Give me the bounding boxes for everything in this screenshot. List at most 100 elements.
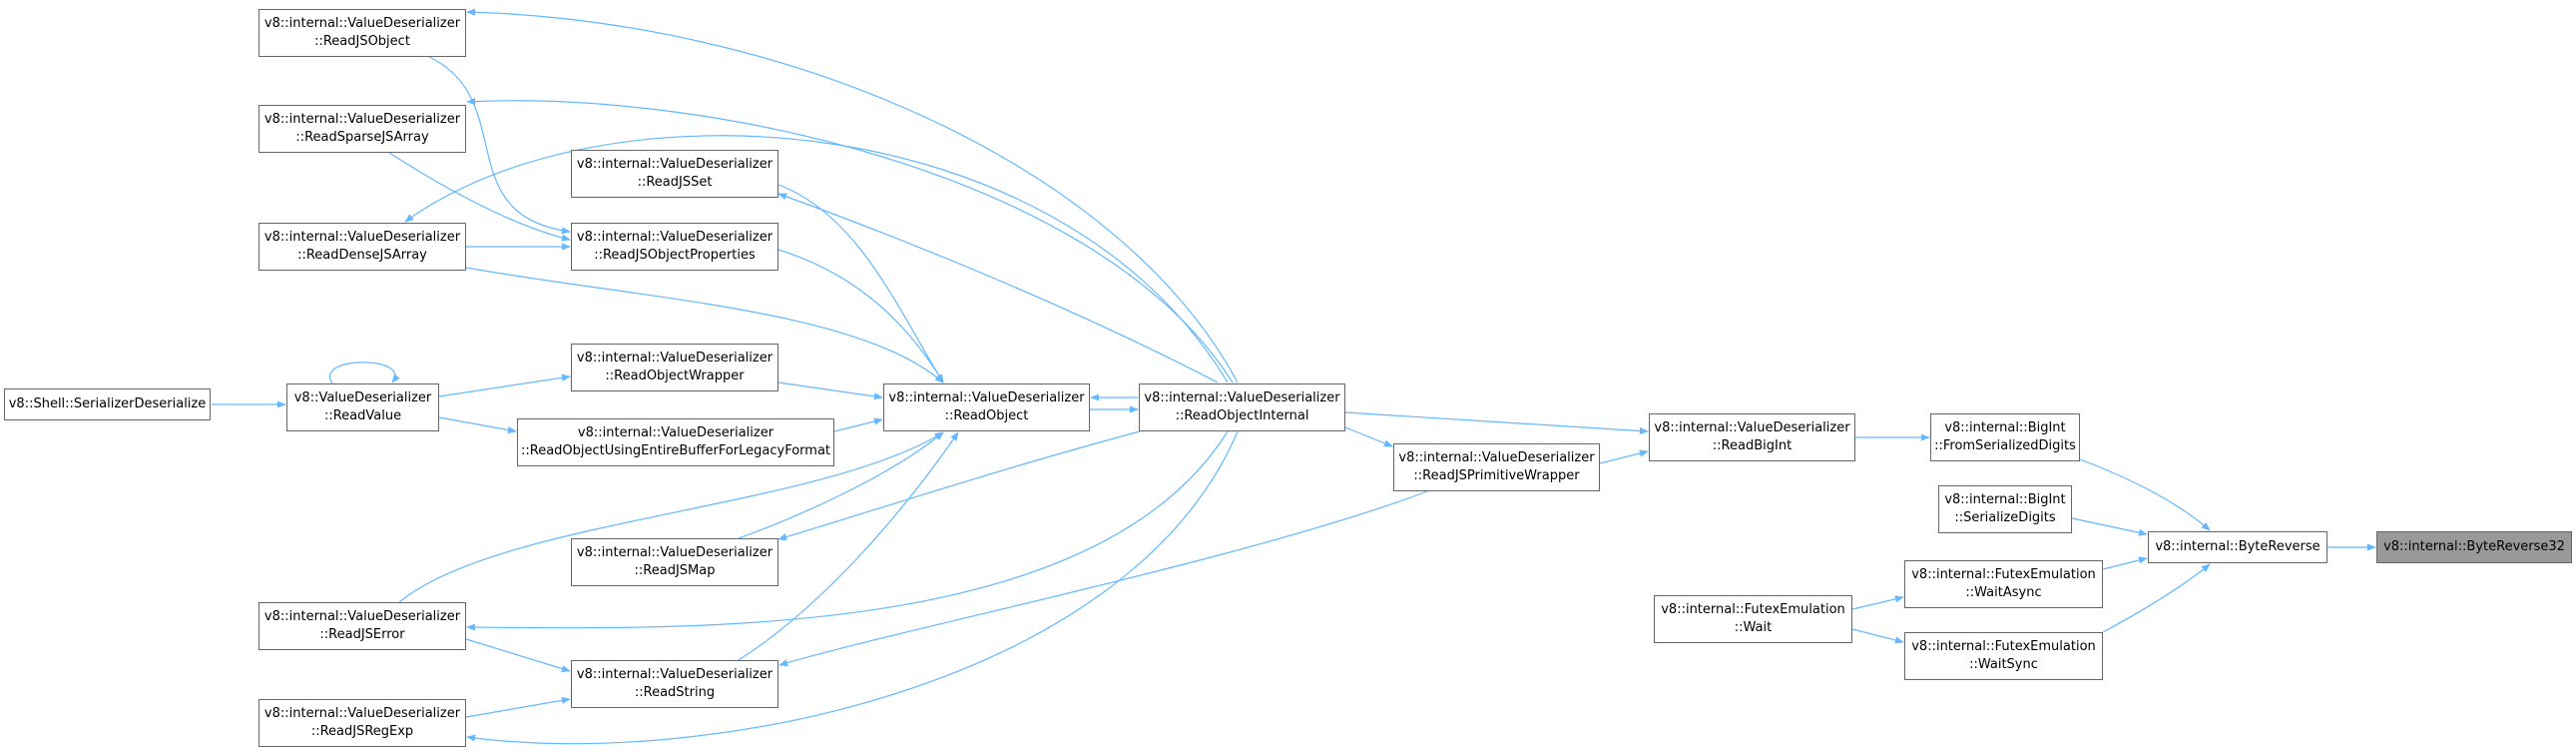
node-read-object[interactable]: v8::internal::ValueDeserializer ::ReadOb… [883,383,1090,431]
node-label-line: ::ReadValue [323,408,402,423]
node-futex-wait-async[interactable]: v8::internal::FutexEmulation ::WaitAsync [1904,560,2103,608]
call-edge [777,430,1141,541]
node-read-object-internal[interactable]: v8::internal::ValueDeserializer ::ReadOb… [1139,383,1345,431]
node-futex-wait-sync[interactable]: v8::internal::FutexEmulation ::WaitSync [1904,632,2103,680]
node-label-line: v8::internal::BigInt [1944,492,2066,507]
node-label-line: v8::internal::ValueDeserializer [263,609,461,624]
call-edge [465,696,571,718]
node-label-line: v8::internal::ValueDeserializer [576,157,773,172]
node-read-js-error[interactable]: v8::internal::ValueDeserializer ::ReadJS… [258,602,466,650]
node-read-object-legacy[interactable]: v8::internal::ValueDeserializer ::ReadOb… [517,418,834,466]
node-label-line: ::ReadBigInt [1712,438,1793,453]
node-label-line: ::ReadJSSet [637,175,713,190]
node-label-line: v8::ValueDeserializer [293,390,432,405]
call-edge [466,8,1239,383]
call-edge [466,430,1229,631]
call-edge [388,152,571,242]
node-shell-serializer-deserialize[interactable]: v8::Shell::SerializerDeserialize [4,388,211,420]
call-edge [1344,426,1393,447]
node-label-line: v8::internal::ValueDeserializer [1398,450,1595,465]
node-read-big-int[interactable]: v8::internal::ValueDeserializer ::ReadBi… [1649,413,1855,461]
node-label-line: v8::internal::ValueDeserializer [576,230,773,245]
node-label-line: v8::internal::ValueDeserializer [1654,420,1850,435]
node-label-line: v8::internal::ValueDeserializer [576,667,773,682]
node-label-line: ::FromSerializedDigits [1934,438,2076,453]
call-edge [438,416,517,434]
node-label-line: v8::internal::ValueDeserializer [576,351,773,366]
edges-layer [212,8,2376,745]
node-read-js-object-properties[interactable]: v8::internal::ValueDeserializer ::ReadJS… [571,223,778,271]
node-byte-reverse-32: v8::internal::ByteReverse32 [2376,531,2572,563]
node-label-line: ::WaitSync [1969,657,2038,672]
node-label-line: v8::internal::ValueDeserializer [577,425,774,440]
node-label-line: v8::internal::ValueDeserializer [263,16,461,31]
node-label-line: ::ReadObjectWrapper [605,369,745,383]
call-edge [428,56,571,235]
node-label-line: ::ReadObjectInternal [1175,408,1309,423]
call-edge [404,135,1229,383]
node-read-js-regexp[interactable]: v8::internal::ValueDeserializer ::ReadJS… [258,699,466,747]
node-label-line: ::ReadSparseJSArray [295,130,429,145]
node-label-line: ::SerializeDigits [1954,510,2056,525]
call-edge [777,249,944,383]
node-label-line: v8::internal::ByteReverse [2155,539,2320,554]
node-label-line: v8::internal::ValueDeserializer [263,230,461,245]
node-label-line: ::ReadJSObject [314,34,410,49]
node-label-line: v8::internal::ValueDeserializer [576,545,773,560]
call-edge [1599,449,1649,464]
node-label-line: v8::Shell::SerializerDeserialize [8,396,207,411]
call-edge [465,638,571,673]
call-edge [2102,556,2148,570]
node-read-js-object[interactable]: v8::internal::ValueDeserializer ::ReadJS… [258,9,466,57]
call-edge [465,267,944,383]
node-read-sparse-js-array[interactable]: v8::internal::ValueDeserializer ::ReadSp… [258,105,466,153]
node-label-line: ::ReadJSMap [634,563,716,578]
call-edge [833,417,883,432]
call-edge [328,362,400,384]
node-read-js-set[interactable]: v8::internal::ValueDeserializer ::ReadJS… [571,150,778,198]
call-edge [738,431,959,661]
node-label-line: ::WaitAsync [1965,585,2042,600]
node-read-js-map[interactable]: v8::internal::ValueDeserializer ::ReadJS… [571,538,778,586]
node-label-line: v8::internal::FutexEmulation [1911,639,2096,654]
node-label-line: v8::internal::FutexEmulation [1661,602,1845,617]
node-label-line: v8::internal::ValueDeserializer [1144,390,1340,405]
call-edge [1344,411,1649,435]
call-edge [2102,563,2211,633]
call-edge [466,430,1239,745]
node-label-line: ::Wait [1734,620,1773,635]
node-label-line: v8::internal::ValueDeserializer [263,112,461,127]
node-read-dense-js-array[interactable]: v8::internal::ValueDeserializer ::ReadDe… [258,223,466,271]
call-edge [777,381,883,400]
node-label-line: v8::internal::ByteReverse32 [2383,539,2565,554]
node-label-line: ::ReadJSRegExp [310,724,414,739]
call-edge [2079,458,2211,531]
node-label-line: v8::internal::BigInt [1944,420,2066,435]
node-read-object-wrapper[interactable]: v8::internal::ValueDeserializer ::ReadOb… [571,344,778,391]
node-label-line: ::ReadString [634,685,716,700]
node-label-line: ::ReadJSError [319,627,405,642]
call-edge [778,490,1428,667]
call-edge [777,184,944,383]
node-label-line: ::ReadObjectUsingEntireBufferForLegacyFo… [520,443,831,458]
node-label-line: ::ReadJSPrimitiveWrapper [1413,468,1580,483]
call-edge [1851,595,1904,610]
call-edge [738,431,944,539]
node-byte-reverse[interactable]: v8::internal::ByteReverse [2148,531,2327,563]
node-from-serialized-digits[interactable]: v8::internal::BigInt ::FromSerializedDig… [1930,413,2080,461]
node-serialize-digits[interactable]: v8::internal::BigInt ::SerializeDigits [1938,485,2072,533]
call-edge [398,431,944,603]
node-label-line: v8::internal::ValueDeserializer [888,390,1085,405]
node-read-value[interactable]: v8::ValueDeserializer ::ReadValue [286,383,439,431]
call-edge [466,97,1234,383]
call-edge [1851,628,1904,644]
node-label-line: ::ReadDenseJSArray [297,248,427,263]
node-label-line: v8::internal::FutexEmulation [1911,567,2096,582]
node-label-line: v8::internal::ValueDeserializer [263,706,461,721]
node-futex-wait[interactable]: v8::internal::FutexEmulation ::Wait [1654,595,1852,643]
call-edge [2071,517,2148,536]
node-read-string[interactable]: v8::internal::ValueDeserializer ::ReadSt… [571,660,778,708]
node-read-js-primitive-wrapper[interactable]: v8::internal::ValueDeserializer ::ReadJS… [1393,443,1600,491]
node-label-line: ::ReadObject [944,408,1029,423]
